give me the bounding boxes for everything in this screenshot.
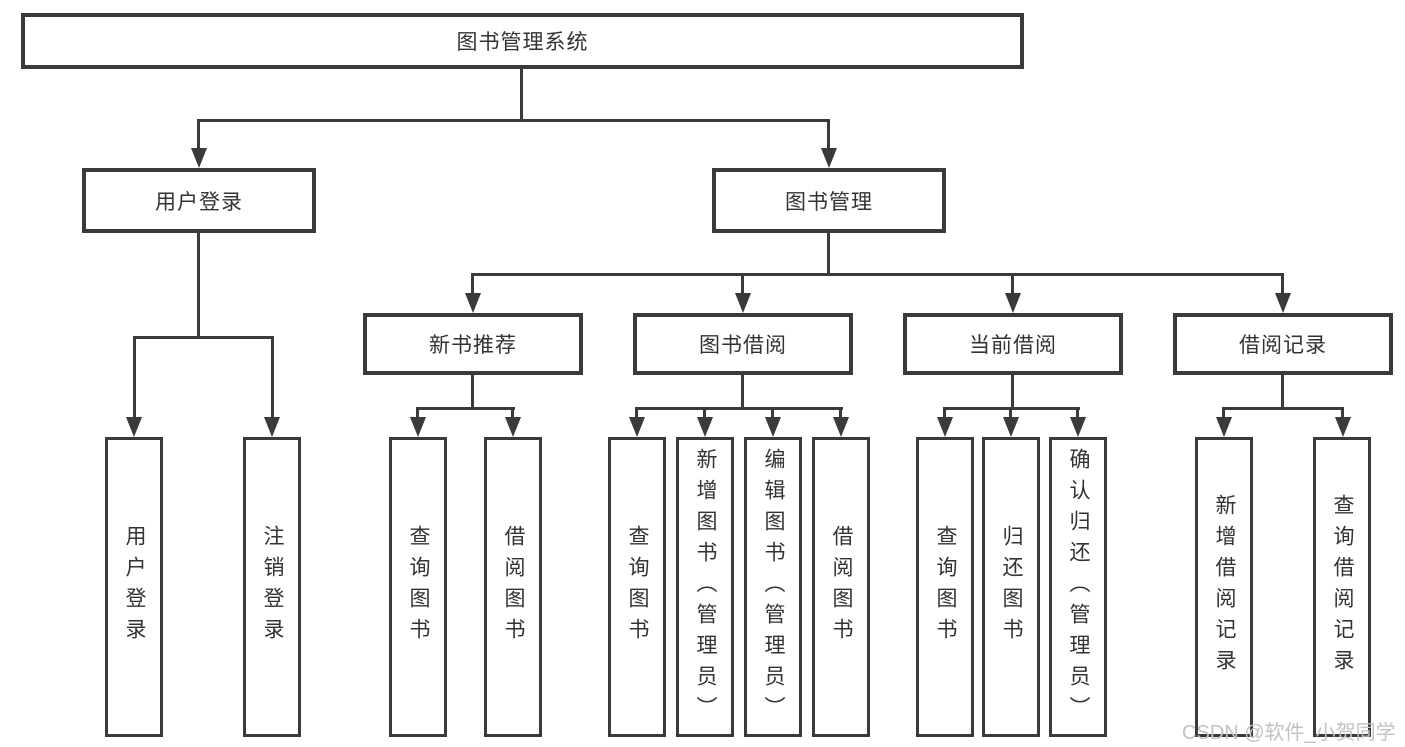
node-label: 图书管理系统 [456, 31, 589, 54]
node-leaf-query-books-3: 查询图书 [916, 437, 974, 737]
arrowhead-icon [1070, 417, 1086, 437]
connector-line [520, 69, 523, 121]
node-leaf-query-books-1: 查询图书 [389, 437, 447, 737]
node-leaf-query-books-2: 查询图书 [608, 437, 666, 737]
csdn-watermark: CSDN @软件_小贺同学 [1182, 722, 1396, 744]
connector-line [827, 233, 830, 276]
connector-line [1222, 407, 1344, 410]
node-current-borrowing: 当前借阅 [903, 313, 1123, 375]
node-borrowing-records: 借阅记录 [1173, 313, 1393, 375]
connector-line [771, 407, 774, 421]
connector-line [1011, 375, 1014, 410]
node-leaf-user-login: 用户登录 [105, 437, 163, 737]
arrowhead-icon [937, 417, 953, 437]
node-label: 归还图书 [1000, 525, 1024, 649]
node-label: 借阅图书 [502, 525, 526, 649]
arrowhead-icon [264, 417, 280, 437]
node-leaf-edit-books-admin: 编辑图书（管理员） [744, 437, 802, 737]
node-label: 查询图书 [934, 525, 958, 649]
node-root-library-system: 图书管理系统 [21, 13, 1024, 69]
node-label: 新书推荐 [429, 334, 517, 357]
node-leaf-add-books-admin: 新增图书（管理员） [676, 437, 734, 737]
node-leaf-query-borrow-record: 查询借阅记录 [1313, 437, 1371, 737]
connector-line [1281, 375, 1284, 410]
connector-line [197, 233, 200, 339]
node-leaf-confirm-return-admin: 确认归还（管理员） [1049, 437, 1107, 737]
connector-line [741, 273, 744, 297]
node-label: 查询图书 [407, 525, 431, 649]
connector-line [197, 119, 830, 122]
connector-line [1009, 407, 1012, 421]
node-leaf-add-borrow-record: 新增借阅记录 [1195, 437, 1253, 737]
connector-line [827, 119, 830, 151]
connector-line [471, 273, 474, 297]
node-label: 查询图书 [626, 525, 650, 649]
arrowhead-icon [765, 417, 781, 437]
arrowhead-icon [821, 148, 837, 168]
connector-line [133, 336, 274, 339]
connector-line [741, 375, 744, 410]
arrowhead-icon [1335, 417, 1351, 437]
node-leaf-logout: 注销登录 [243, 437, 301, 737]
connector-line [471, 375, 474, 410]
node-user-login-branch: 用户登录 [82, 168, 316, 233]
connector-line [943, 407, 946, 421]
node-label: 新增借阅记录 [1213, 494, 1237, 680]
node-label: 确认归还（管理员） [1067, 447, 1091, 727]
connector-line [416, 407, 419, 421]
connector-line [703, 407, 706, 421]
arrowhead-icon [833, 417, 849, 437]
connector-line [133, 336, 136, 420]
arrowhead-icon [697, 417, 713, 437]
node-label: 编辑图书（管理员） [762, 447, 786, 727]
connector-line [197, 119, 200, 151]
node-label: 图书管理 [785, 190, 873, 214]
connector-line [1011, 273, 1014, 297]
node-book-management-branch: 图书管理 [712, 168, 946, 233]
connector-line [511, 407, 514, 421]
node-label: 注销登录 [261, 525, 285, 649]
arrowhead-icon [465, 293, 481, 313]
connector-line [471, 273, 1284, 276]
arrowhead-icon [1005, 293, 1021, 313]
node-leaf-return-books: 归还图书 [982, 437, 1040, 737]
node-label: 用户登录 [155, 190, 243, 214]
node-label: 新增图书（管理员） [694, 447, 718, 727]
node-new-book-recommend: 新书推荐 [363, 313, 583, 375]
connector-line [1341, 407, 1344, 421]
arrowhead-icon [629, 417, 645, 437]
arrowhead-icon [410, 417, 426, 437]
connector-line [839, 407, 842, 421]
connector-line [271, 336, 274, 420]
arrowhead-icon [505, 417, 521, 437]
node-label: 当前借阅 [969, 334, 1057, 357]
node-label: 查询借阅记录 [1331, 494, 1355, 680]
node-leaf-borrow-books-1: 借阅图书 [484, 437, 542, 737]
node-label: 图书借阅 [699, 334, 787, 357]
connector-line [635, 407, 843, 410]
arrowhead-icon [126, 417, 142, 437]
connector-line [1076, 407, 1079, 421]
arrowhead-icon [1216, 417, 1232, 437]
node-label: 借阅记录 [1239, 334, 1327, 357]
connector-line [1222, 407, 1225, 421]
arrowhead-icon [1003, 417, 1019, 437]
arrowhead-icon [735, 293, 751, 313]
connector-line [1281, 273, 1284, 297]
node-label: 用户登录 [123, 525, 147, 649]
node-book-borrowing: 图书借阅 [633, 313, 853, 375]
connector-line [416, 407, 515, 410]
arrowhead-icon [1275, 293, 1291, 313]
node-leaf-borrow-books-2: 借阅图书 [812, 437, 870, 737]
arrowhead-icon [191, 148, 207, 168]
connector-line [635, 407, 638, 421]
node-label: 借阅图书 [830, 525, 854, 649]
